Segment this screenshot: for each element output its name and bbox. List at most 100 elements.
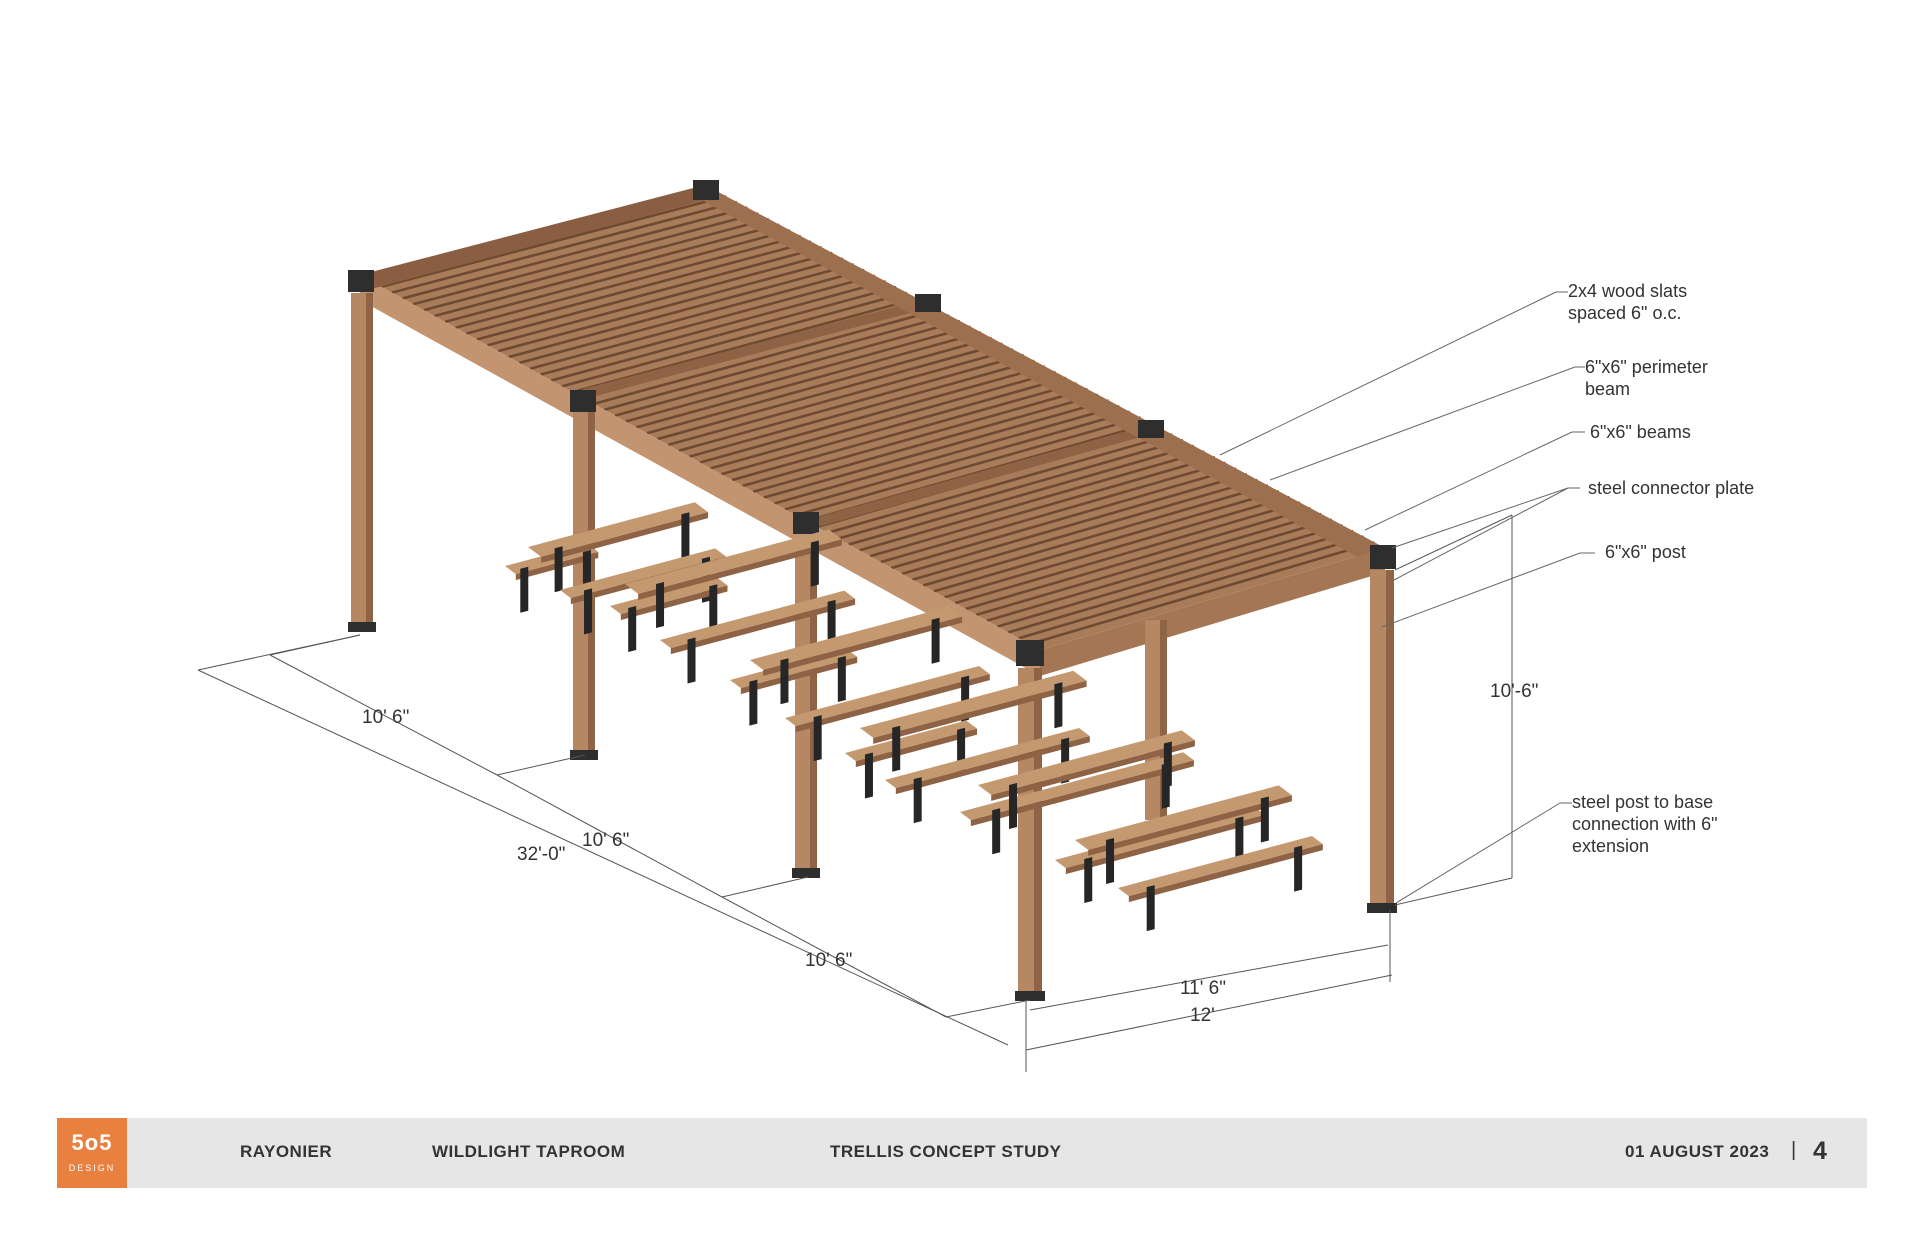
slat-line bbox=[965, 507, 1311, 611]
slat-line bbox=[508, 263, 855, 359]
slat-line bbox=[572, 297, 918, 394]
slat-line bbox=[710, 370, 1056, 470]
bench bbox=[610, 577, 728, 652]
slat-line bbox=[795, 416, 1141, 517]
callout-slats: 2x4 wood slats spaced 6" o.c. bbox=[1568, 281, 1692, 323]
slat-line bbox=[593, 308, 940, 406]
slat-line bbox=[423, 217, 770, 312]
slat-line bbox=[1018, 535, 1365, 640]
slat-line bbox=[827, 433, 1173, 535]
slat-line bbox=[657, 342, 1003, 441]
slat-line bbox=[742, 387, 1088, 488]
sheet-date: 01 AUGUST 2023 bbox=[1625, 1142, 1770, 1161]
slat-line bbox=[848, 444, 1195, 546]
page-number: 4 bbox=[1813, 1137, 1827, 1165]
slat-line bbox=[912, 478, 1258, 581]
slat-line bbox=[731, 382, 1078, 482]
slat-line bbox=[1029, 541, 1375, 646]
slat-line bbox=[540, 280, 886, 376]
callout-connector-plate: steel connector plate bbox=[1588, 478, 1754, 498]
slat-line bbox=[465, 240, 812, 335]
slat-line bbox=[444, 229, 791, 324]
slat-line bbox=[763, 399, 1110, 499]
dim-height: 10'-6" bbox=[1490, 681, 1538, 702]
table bbox=[750, 606, 963, 705]
title-block-footer: 5o5 DESIGN RAYONIER WILDLIGHT TAPROOM TR… bbox=[57, 1118, 1867, 1188]
slat-line bbox=[720, 376, 1067, 476]
dim-overall-length: 32'-0" bbox=[517, 844, 565, 865]
dimension-labels: 10' 6" 10' 6" 10' 6" 32'-0" 11' 6" 12' 1… bbox=[362, 681, 1538, 1026]
slat-line bbox=[667, 348, 1014, 447]
callout-beams: 6"x6" beams bbox=[1590, 422, 1691, 442]
dim-width-overall: 12' bbox=[1190, 1005, 1215, 1026]
505-design-logo: 5o5 DESIGN bbox=[57, 1118, 127, 1188]
slat-line bbox=[933, 490, 1280, 593]
slat-line bbox=[869, 456, 1216, 558]
slat-line bbox=[604, 314, 950, 412]
slat-line bbox=[975, 512, 1322, 617]
slat-line bbox=[859, 450, 1205, 552]
slat-line bbox=[890, 467, 1237, 570]
slat-line bbox=[380, 195, 727, 288]
interior-beams bbox=[583, 299, 1148, 530]
slat-line bbox=[635, 331, 982, 429]
slat-line bbox=[497, 257, 844, 353]
footer-separator: | bbox=[1791, 1139, 1797, 1161]
slat-line bbox=[901, 473, 1248, 576]
table bbox=[1075, 785, 1292, 885]
table bbox=[528, 502, 709, 593]
sheet-title: TRELLIS CONCEPT STUDY bbox=[830, 1142, 1062, 1161]
bench bbox=[660, 590, 856, 684]
callout-base-connection: steel post to base connection with 6" ex… bbox=[1572, 792, 1723, 856]
slat-line bbox=[678, 353, 1025, 453]
slat-line bbox=[625, 325, 971, 423]
project-name: WILDLIGHT TAPROOM bbox=[432, 1142, 626, 1161]
posts bbox=[348, 293, 1397, 1001]
slat-line bbox=[614, 319, 961, 417]
slat-line bbox=[529, 274, 876, 371]
bench bbox=[785, 666, 990, 762]
dim-width-inner: 11' 6" bbox=[1180, 978, 1226, 999]
logo-subtitle: DESIGN bbox=[68, 1163, 116, 1173]
slat-line bbox=[391, 200, 738, 294]
steel-connector-plates bbox=[348, 180, 1396, 666]
slat-line bbox=[561, 291, 908, 388]
table bbox=[625, 529, 842, 629]
dim-bay-2: 10' 6" bbox=[582, 830, 629, 851]
dim-bay-1: 10' 6" bbox=[362, 707, 409, 728]
slat-line bbox=[1007, 529, 1354, 634]
dimension-lines bbox=[197, 514, 1513, 1072]
bench bbox=[885, 728, 1090, 824]
logo-mark: 5o5 bbox=[71, 1130, 113, 1155]
slat-line bbox=[997, 524, 1343, 628]
perimeter-beam bbox=[360, 185, 1385, 676]
slat-line bbox=[837, 438, 1184, 540]
callout-labels: 2x4 wood slats spaced 6" o.c. 6"x6" peri… bbox=[1568, 281, 1754, 856]
bench bbox=[845, 720, 978, 799]
slat-line bbox=[922, 484, 1269, 587]
slat-line bbox=[412, 212, 759, 306]
slat-line bbox=[519, 268, 865, 365]
slat-line bbox=[784, 410, 1131, 511]
roof-slats bbox=[360, 185, 1385, 650]
slat-line bbox=[487, 251, 833, 347]
slat-line bbox=[550, 285, 897, 382]
client-name: RAYONIER bbox=[240, 1142, 333, 1161]
table bbox=[978, 730, 1195, 830]
slat-line bbox=[944, 495, 1290, 599]
callout-leaders bbox=[1219, 291, 1595, 904]
slat-line bbox=[434, 223, 780, 318]
slat-line bbox=[402, 206, 748, 300]
slat-line bbox=[476, 246, 823, 341]
slat-line bbox=[954, 501, 1301, 605]
slat-line bbox=[699, 365, 1046, 464]
slat-line bbox=[986, 518, 1333, 622]
slat-line bbox=[689, 359, 1035, 458]
dim-bay-3: 10' 6" bbox=[805, 950, 852, 971]
bench bbox=[1118, 836, 1323, 932]
callout-perimeter-beam: 6"x6" perimeter beam bbox=[1585, 357, 1713, 399]
slat-line bbox=[774, 404, 1120, 505]
table bbox=[860, 670, 1087, 772]
slat-line bbox=[455, 234, 801, 329]
